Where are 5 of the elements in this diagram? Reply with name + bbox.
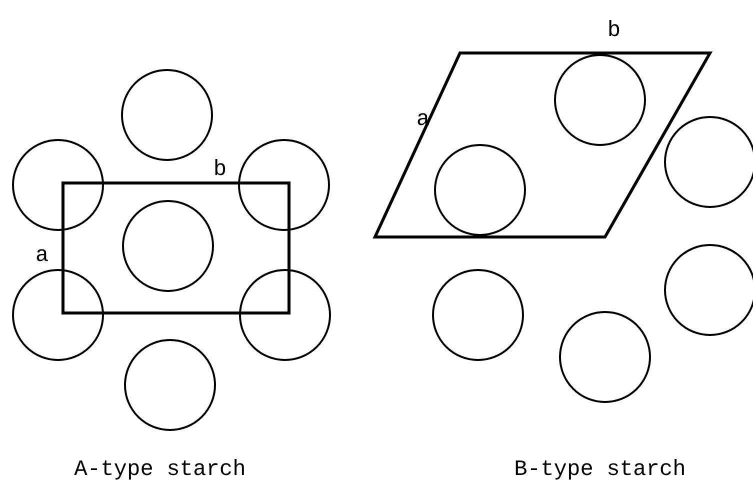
axis-label: b [607, 19, 621, 43]
axis-label: a [35, 244, 49, 268]
caption: B-type starch [514, 458, 686, 482]
axis-label: b [213, 158, 227, 182]
caption: A-type starch [74, 458, 246, 482]
